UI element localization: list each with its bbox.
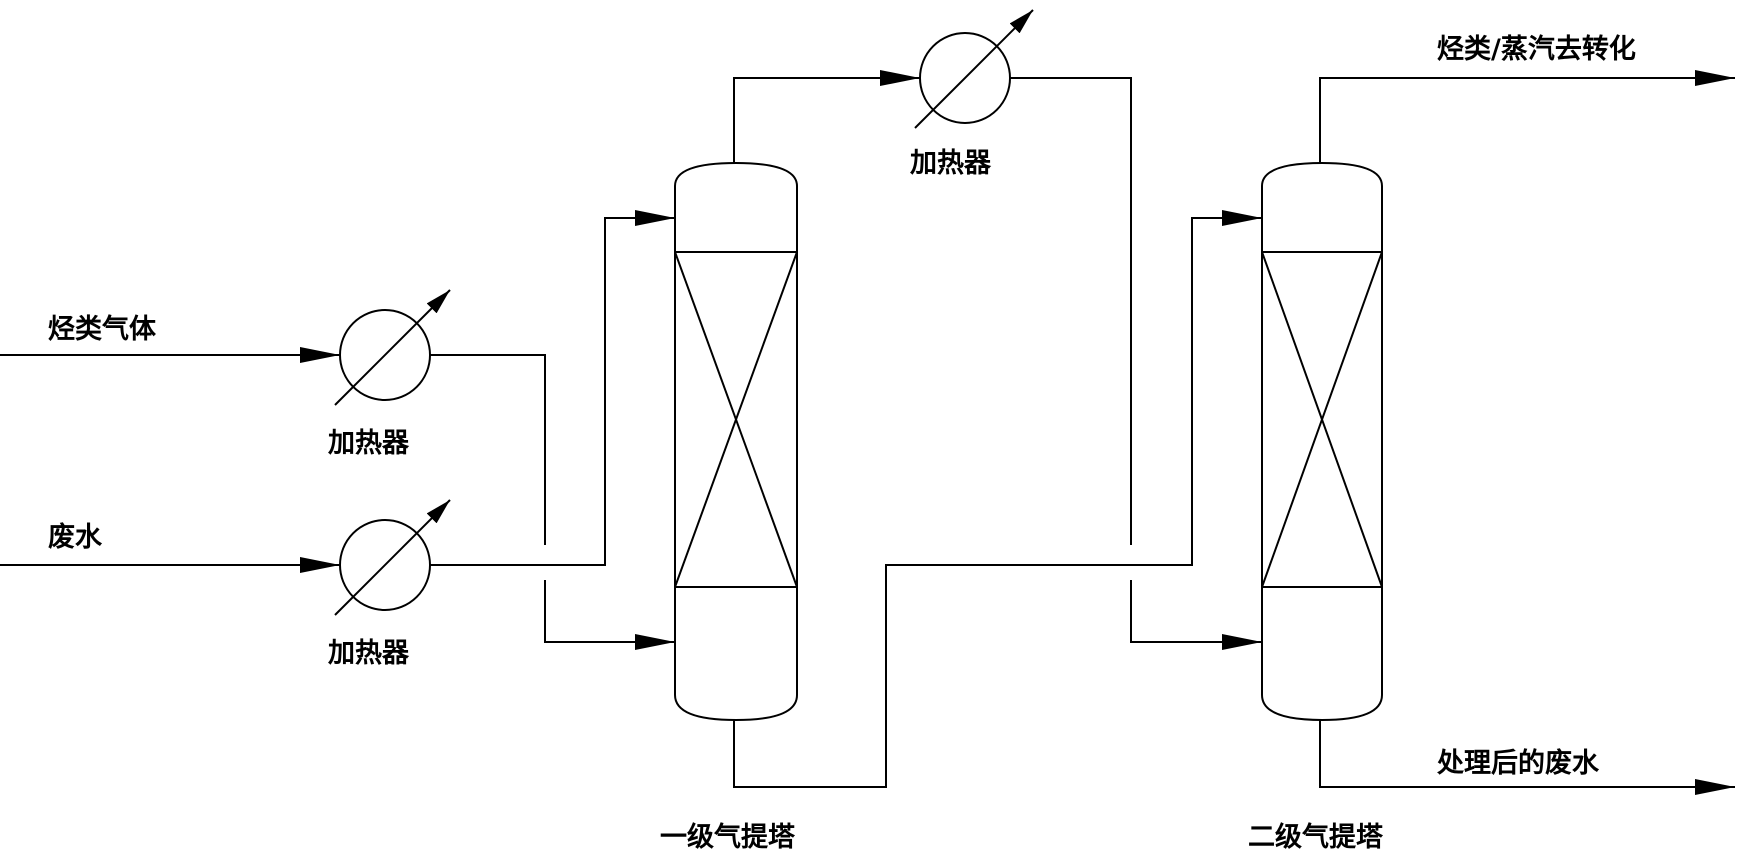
label-heater-top: 加热器: [910, 148, 992, 179]
heat-exchanger-icon: [914, 9, 1034, 129]
label-heater-water: 加热器: [328, 638, 410, 669]
label-tower2: 二级气提塔: [1248, 821, 1384, 853]
output-gas-line: [1319, 70, 1735, 163]
heat-exchanger-icon: [334, 289, 451, 406]
heat-exchanger-icon: [334, 499, 451, 616]
stripping-tower-2: [1261, 161, 1383, 722]
label-input-water: 废水: [48, 521, 103, 553]
output-water-line: [1319, 720, 1735, 795]
water-to-tower1-top-line: [430, 210, 675, 566]
tower1-bottoms-to-tower2-line: [733, 210, 1262, 788]
gas-to-tower1-bottom-line: [430, 354, 546, 545]
label-output-water: 处理后的废水: [1436, 747, 1600, 779]
label-input-gas: 烃类气体: [48, 314, 157, 345]
gas-to-tower1-bottom-line-lower: [544, 580, 675, 650]
label-output-gas: 烃类/蒸汽去转化: [1437, 34, 1636, 65]
heater-to-tower2-bottom-line-lower: [1130, 580, 1262, 650]
label-tower1: 一级气提塔: [660, 821, 796, 853]
tower1-overhead-line: [733, 70, 920, 163]
heater-to-tower2-bottom-line: [1010, 77, 1132, 545]
label-heater-gas: 加热器: [328, 428, 410, 459]
stripping-tower-1: [674, 161, 798, 722]
